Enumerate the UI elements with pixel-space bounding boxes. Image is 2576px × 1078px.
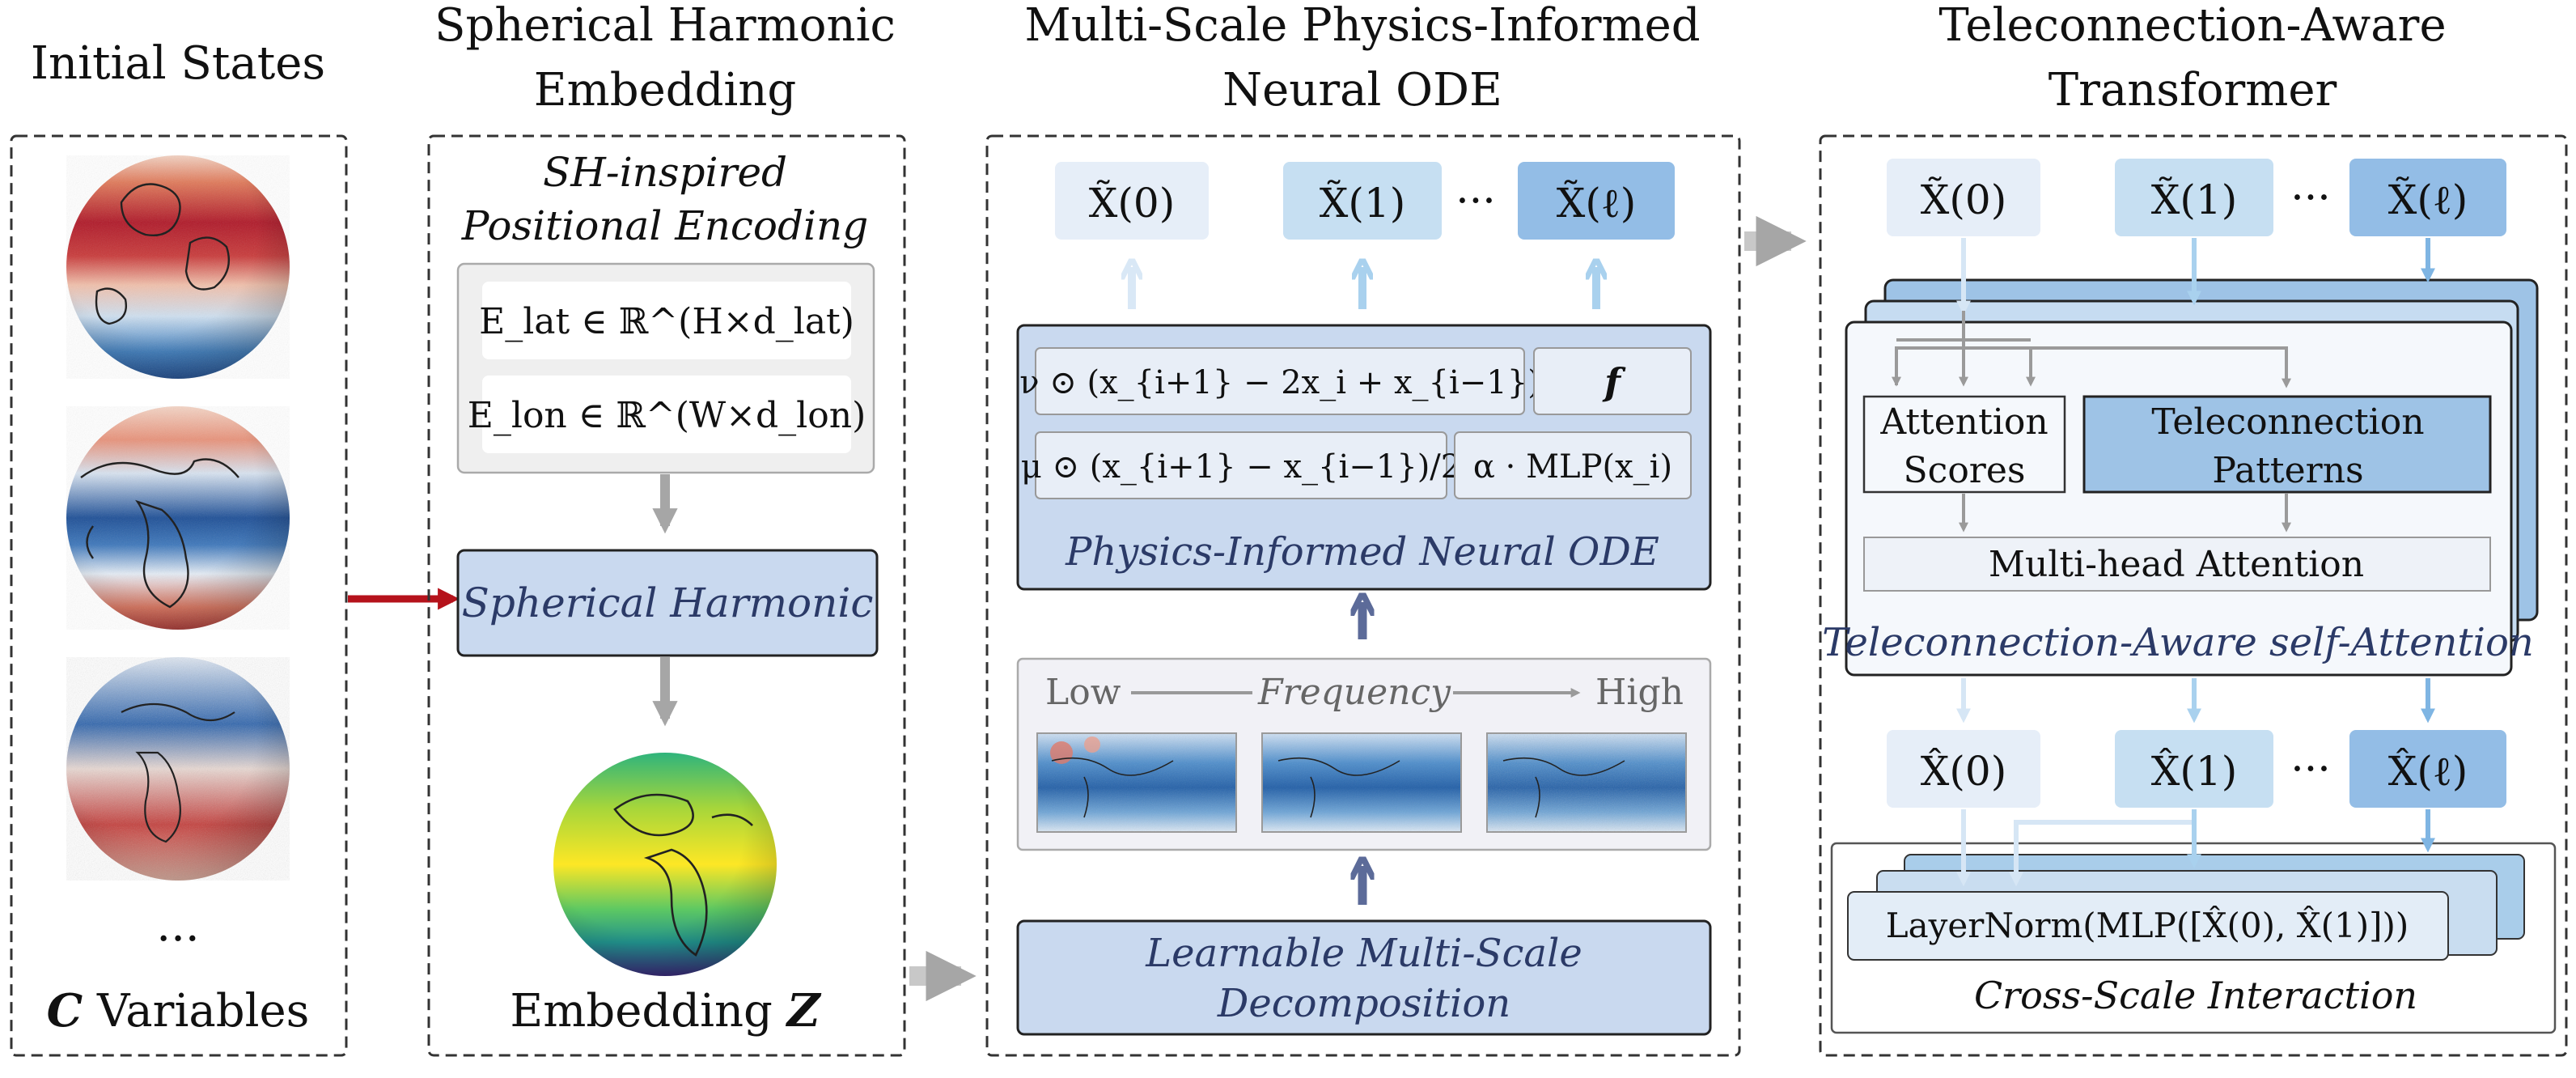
embedding-z-label: Embedding Z — [510, 984, 821, 1038]
tr-hl-label: X̂(ℓ) — [2388, 747, 2468, 795]
mlp-term: α · MLP(x_i) — [1473, 448, 1672, 486]
e-lon-formula: E_lon ∈ ℝ^(W×d_lon) — [468, 395, 866, 436]
globe-noise-field — [66, 657, 290, 881]
c-variables-label: C Variables — [47, 984, 310, 1038]
c-variables-text: Variables — [83, 985, 309, 1038]
teleconnection-box — [2082, 395, 2492, 494]
ode-panel — [985, 134, 1741, 1057]
mlp-term-box — [1454, 431, 1692, 499]
tr-in0-tile — [1887, 159, 2040, 236]
tr-h0-tile — [1887, 730, 2040, 808]
initial-states-panel — [10, 134, 348, 1057]
sh-embedding-panel — [427, 134, 906, 1057]
embedding-text: Embedding — [510, 985, 786, 1038]
decomposition-line1: Learnable Multi-Scale — [1145, 931, 1582, 976]
title-tr-line1: Teleconnection-Aware — [1938, 0, 2446, 52]
pe-title-line2: Positional Encoding — [461, 202, 868, 249]
ode-outl-tile — [1518, 162, 1675, 240]
e-lon-box — [482, 376, 851, 453]
tr-inl-tile — [2349, 159, 2506, 236]
diffusion-term: ν ⊙ (x_{i+1} − 2x_i + x_{i−1}) — [1019, 364, 1540, 401]
ode-out1-label: X̃(1) — [1320, 179, 1405, 227]
tr-dots-top: ··· — [2290, 174, 2331, 223]
layernorm-box — [1847, 891, 2449, 961]
globe-embedding — [553, 753, 777, 976]
transformer-panel — [1819, 134, 2568, 1057]
tr-h1-label: X̂(1) — [2151, 747, 2237, 795]
diffusion-term-box — [1035, 347, 1525, 415]
physics-ode-caption: Physics-Informed Neural ODE — [1065, 529, 1659, 575]
ode-dots: ··· — [1455, 177, 1496, 226]
tr-h1-tile — [2115, 730, 2273, 808]
variables-ellipsis: ... — [156, 899, 199, 952]
title-ode-line2: Neural ODE — [1222, 64, 1502, 117]
tr-inl-label: X̃(ℓ) — [2388, 176, 2468, 223]
decomposition-box — [1016, 919, 1712, 1036]
tr-dots-bottom: ··· — [2290, 745, 2331, 794]
sh-box-label: Spherical Harmonic — [462, 579, 874, 626]
title-initial-states: Initial States — [31, 37, 325, 90]
ode-out0-tile — [1055, 162, 1209, 240]
decomposition-line2: Decomposition — [1217, 981, 1510, 1026]
title-ode-line1: Multi-Scale Physics-Informed — [1024, 0, 1700, 52]
title-tr-line2: Transformer — [2049, 64, 2337, 117]
tr-in0-label: X̃(0) — [1921, 176, 2006, 223]
mha-label: Multi-head Attention — [1989, 544, 2364, 585]
advection-term-box — [1035, 431, 1447, 499]
attention-scores-line2: Scores — [1904, 450, 2026, 491]
title-sh-line2: Embedding — [534, 64, 797, 117]
globe-temperature — [66, 155, 290, 379]
freq-map-high — [1486, 732, 1687, 833]
frequency-label: Frequency — [1257, 672, 1451, 713]
cross-scale-arrows — [1956, 809, 2435, 887]
pe-title-line1: SH-inspired — [543, 149, 787, 196]
high-label: High — [1595, 672, 1684, 713]
globe-wind — [66, 406, 290, 630]
ode-out0-label: X̃(0) — [1089, 179, 1175, 227]
tr-hl-tile — [2349, 730, 2506, 808]
low-label: Low — [1045, 672, 1121, 713]
cross-scale-caption: Cross-Scale Interaction — [1974, 974, 2417, 1017]
taa-caption: Teleconnection-Aware self-Attention — [1822, 620, 2534, 665]
e-lat-box — [482, 282, 851, 359]
tr-h0-label: X̂(0) — [1921, 747, 2006, 795]
forcing-term-box — [1533, 347, 1692, 415]
z-symbol: Z — [786, 984, 822, 1038]
ode-outl-label: X̃(ℓ) — [1557, 179, 1637, 227]
layernorm-label: LayerNorm(MLP([X̂(0), X̂(1)])) — [1886, 904, 2409, 945]
attention-scores-box — [1862, 395, 2066, 494]
sh-box — [456, 549, 879, 657]
freq-map-low — [1036, 732, 1237, 833]
tr-in1-label: X̃(1) — [2151, 176, 2237, 223]
attention-scores-line1: Attention — [1879, 401, 2048, 443]
c-symbol: C — [47, 984, 83, 1038]
freq-map-mid — [1261, 732, 1462, 833]
e-lat-formula: E_lat ∈ ℝ^(H×d_lat) — [479, 301, 854, 342]
teleconnection-line1: Teleconnection — [2151, 401, 2424, 443]
advection-term: μ ⊙ (x_{i+1} − x_{i−1})/2 — [1021, 448, 1461, 486]
ode-out1-tile — [1283, 162, 1442, 240]
title-sh-line1: Spherical Harmonic — [434, 0, 896, 52]
tr-in1-tile — [2115, 159, 2273, 236]
teleconnection-line2: Patterns — [2212, 450, 2363, 491]
mha-box — [1863, 537, 2491, 592]
attention-routing — [1892, 311, 2291, 533]
